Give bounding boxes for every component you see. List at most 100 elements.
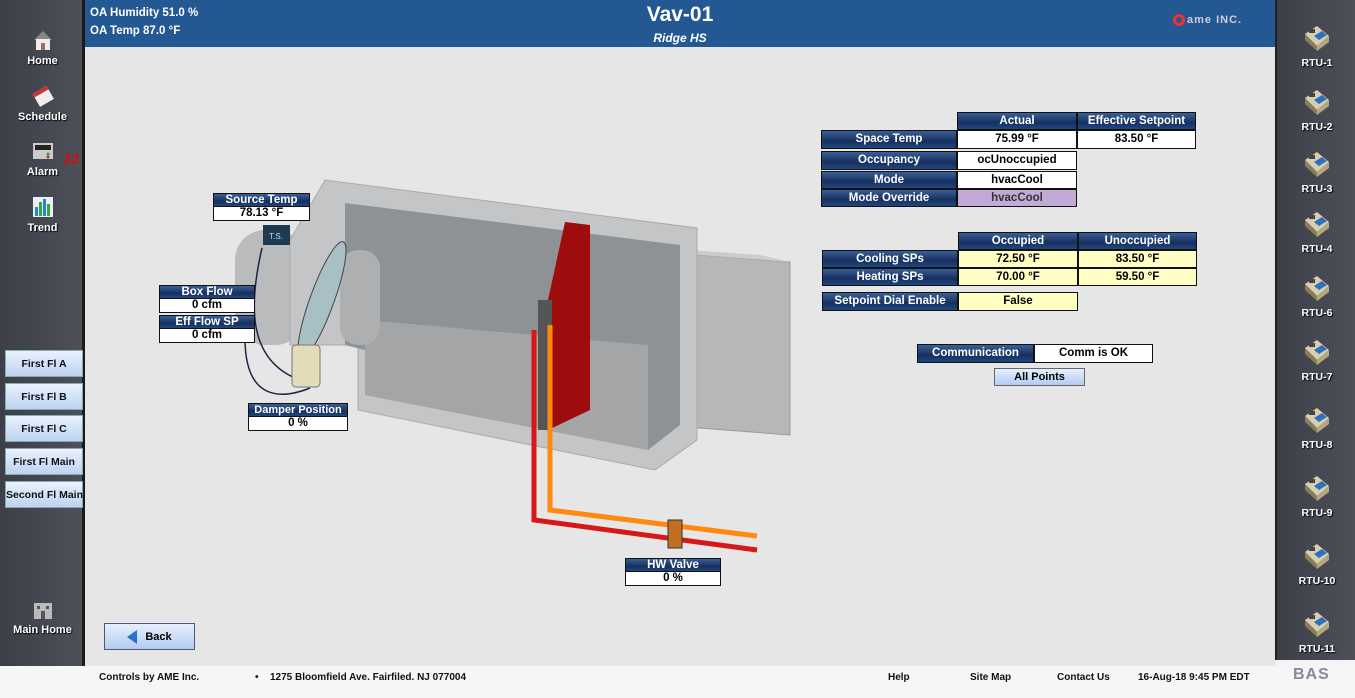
occupancy-value: ocUnoccupied <box>957 151 1077 170</box>
inlet-ring <box>340 250 380 345</box>
footer-site-map-link[interactable]: Site Map <box>970 672 1012 683</box>
temp-sensor <box>263 225 290 245</box>
rtu-unit-icon <box>1305 408 1329 433</box>
nav-rtu-3[interactable]: RTU-3 <box>1277 148 1355 195</box>
footer-controls-by: Controls by AME Inc. <box>99 672 200 683</box>
oa-humidity: OA Humidity 51.0 % <box>90 7 199 19</box>
eff-flow-sp-label: Eff Flow SP <box>159 315 255 329</box>
setpoint-dial-enable-value[interactable]: False <box>958 292 1078 311</box>
nav-rtu-10[interactable]: RTU-10 <box>1277 540 1355 587</box>
hw-valve-label: HW Valve <box>625 558 721 572</box>
source-temp-readout: Source Temp 78.13 °F <box>213 193 310 221</box>
col-effective-setpoint: Effective Setpoint <box>1077 112 1196 130</box>
rtu-label: RTU-1 <box>1301 57 1333 69</box>
box-flow-value: 0 cfm <box>159 299 255 313</box>
source-temp-label: Source Temp <box>213 193 310 207</box>
damper-position-label: Damper Position <box>248 403 348 417</box>
logo-swirl-icon <box>1173 14 1185 26</box>
rtu-unit-icon <box>1305 26 1329 51</box>
col-occupied: Occupied <box>958 232 1078 250</box>
nav-alarm-label: Alarm <box>26 166 59 178</box>
bar-chart-icon <box>32 197 53 217</box>
nav-rtu-2[interactable]: RTU-2 <box>1277 86 1355 133</box>
nav-rtu-8[interactable]: RTU-8 <box>1277 404 1355 451</box>
hw-valve-readout: HW Valve 0 % <box>625 558 721 586</box>
floor-second-fl-main[interactable]: Second Fl Main <box>5 481 83 508</box>
rtu-label: RTU-9 <box>1301 507 1333 519</box>
nav-rtu-6[interactable]: RTU-6 <box>1277 272 1355 319</box>
rtu-label: RTU-7 <box>1301 371 1333 383</box>
mode-override-value[interactable]: hvacCool <box>957 189 1077 207</box>
left-sidebar: Home Schedule Alarm 22 Trend First Fl A … <box>0 0 85 666</box>
rtu-unit-icon <box>1305 90 1329 115</box>
oa-temp: OA Temp 87.0 °F <box>90 25 181 37</box>
rtu-unit-icon <box>1305 340 1329 365</box>
mode-override-label: Mode Override <box>821 189 957 207</box>
nav-rtu-9[interactable]: RTU-9 <box>1277 472 1355 519</box>
rtu-unit-icon <box>1305 476 1329 501</box>
footer-datetime: 16-Aug-18 9:45 PM EDT <box>1138 672 1250 683</box>
col-actual: Actual <box>957 112 1077 130</box>
footer-help-link[interactable]: Help <box>888 672 910 683</box>
nav-alarm[interactable]: Alarm <box>0 139 85 178</box>
nav-home-label: Home <box>27 55 58 67</box>
rtu-unit-icon <box>1305 544 1329 569</box>
page-title: Vav-01 <box>646 3 714 26</box>
back-arrow-icon <box>127 629 138 644</box>
rtu-label: RTU-8 <box>1301 439 1333 451</box>
nav-home[interactable]: Home <box>0 28 85 67</box>
rtu-unit-icon <box>1305 212 1329 237</box>
hw-valve-value: 0 % <box>625 572 721 586</box>
occupancy-label: Occupancy <box>821 151 957 170</box>
rtu-unit-icon <box>1305 276 1329 301</box>
floor-first-fl-c[interactable]: First Fl C <box>5 415 83 442</box>
nav-rtu-1[interactable]: RTU-1 <box>1277 22 1355 69</box>
bas-logo: BAS <box>1293 666 1330 683</box>
heating-coil <box>548 222 590 430</box>
floor-first-fl-b[interactable]: First Fl B <box>5 383 83 410</box>
rtu-label: RTU-3 <box>1301 183 1333 195</box>
nav-trend[interactable]: Trend <box>0 195 85 234</box>
ts-label: T.S. <box>269 232 283 241</box>
footer-contact-link[interactable]: Contact Us <box>1057 672 1110 683</box>
box-flow-label: Box Flow <box>159 285 255 299</box>
rtu-label: RTU-10 <box>1298 575 1336 587</box>
hw-return-pipe <box>531 330 758 553</box>
floor-first-fl-a[interactable]: First Fl A <box>5 350 83 377</box>
cooling-sps-label: Cooling SPs <box>822 250 958 268</box>
nav-schedule-label: Schedule <box>18 111 67 123</box>
footer-address: 1275 Bloomfield Ave. Fairfiled. NJ 07700… <box>270 672 467 683</box>
nav-rtu-4[interactable]: RTU-4 <box>1277 208 1355 255</box>
nav-schedule[interactable]: Schedule <box>0 84 85 123</box>
building-icon <box>33 603 52 619</box>
setpoint-dial-enable-label: Setpoint Dial Enable <box>822 292 958 311</box>
floor-first-fl-main[interactable]: First Fl Main <box>5 448 83 475</box>
col-unoccupied: Unoccupied <box>1078 232 1197 250</box>
all-points-button[interactable]: All Points <box>994 368 1085 386</box>
footer: Controls by AME Inc. • 1275 Bloomfield A… <box>0 666 1355 698</box>
cooling-occupied-sp[interactable]: 72.50 °F <box>958 250 1078 268</box>
hw-supply-pipe <box>547 325 758 539</box>
nav-main-home[interactable]: Main Home <box>0 597 85 636</box>
heating-unoccupied-sp[interactable]: 59.50 °F <box>1078 268 1197 286</box>
nav-trend-label: Trend <box>27 222 58 234</box>
alarm-count-badge: 22 <box>63 152 80 166</box>
damper-position-value: 0 % <box>248 417 348 431</box>
back-button[interactable]: Back <box>104 623 195 650</box>
header-bar: OA Humidity 51.0 % OA Temp 87.0 °F Vav-0… <box>85 0 1275 47</box>
alarm-panel-icon <box>32 143 53 159</box>
heating-occupied-sp[interactable]: 70.00 °F <box>958 268 1078 286</box>
rtu-label: RTU-2 <box>1301 121 1333 133</box>
house-icon <box>33 31 52 50</box>
damper-actuator <box>291 344 321 388</box>
damper-position-readout: Damper Position 0 % <box>248 403 348 431</box>
communication-value: Comm is OK <box>1034 344 1153 363</box>
nav-rtu-11[interactable]: RTU-11 <box>1277 608 1355 655</box>
space-temp-actual: 75.99 °F <box>957 130 1077 149</box>
logo-text: ame INC. <box>1187 14 1243 26</box>
cooling-unoccupied-sp[interactable]: 83.50 °F <box>1078 250 1197 268</box>
nav-rtu-7[interactable]: RTU-7 <box>1277 336 1355 383</box>
mode-value: hvacCool <box>957 171 1077 189</box>
rtu-label: RTU-6 <box>1301 307 1333 319</box>
